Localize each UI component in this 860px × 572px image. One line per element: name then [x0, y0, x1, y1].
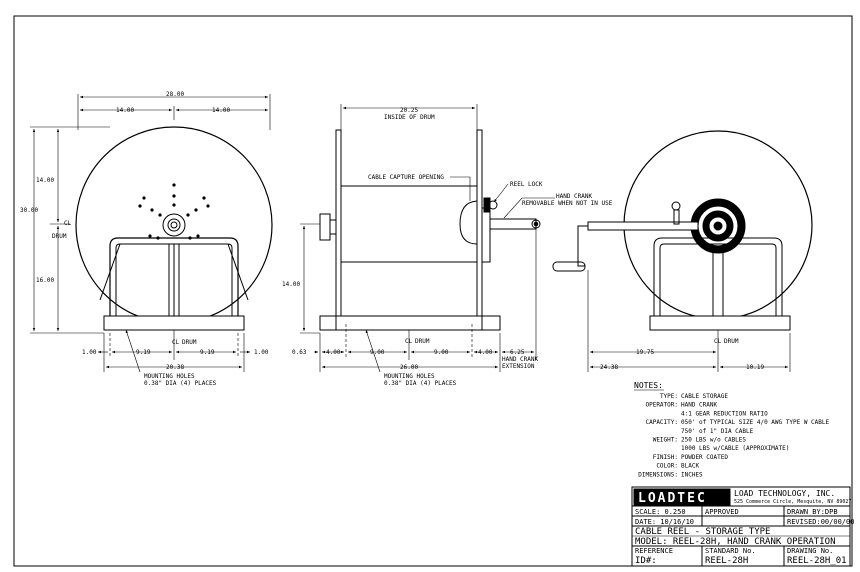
note-value: 750' of 1" DIA CABLE [681, 428, 754, 435]
front-base-half-left: 9.19 [136, 349, 151, 356]
front-left-offset: 1.00 [82, 349, 97, 356]
front-half-right: 14.00 [212, 107, 230, 114]
right-drum-label: DRUM [724, 338, 739, 345]
sheet-border [13, 15, 853, 567]
right-dim-b: 24.38 [600, 364, 618, 371]
front-bottom-center: CL [172, 339, 180, 346]
standard-label: STANDARD No. [705, 547, 756, 555]
front-center-mark: CL [64, 220, 72, 227]
side-view-labels: 20.25 INSIDE OF DRUM CABLE CAPTURE OPENI… [282, 107, 613, 387]
front-height-top: 14.00 [36, 177, 54, 184]
front-holes-note-1: MOUNTING HOLES [144, 373, 195, 380]
company-name: LOAD TECHNOLOGY, INC. [734, 489, 835, 498]
drawing-title: CABLE REEL - STORAGE TYPE [635, 527, 770, 537]
approved: APPROVED [705, 508, 739, 516]
notes-title: NOTES: [634, 381, 663, 390]
scale: SCALE: 0.250 [635, 508, 686, 516]
note-label: CAPACITY: [645, 419, 678, 426]
side-crank-ext-value: 6.25 [510, 349, 525, 356]
note-label: WEIGHT: [653, 437, 678, 444]
note-value: 1000 LBS w/CABLE (APPROXIMATE) [681, 445, 789, 452]
note-label: COLOR: [656, 463, 678, 470]
front-holes-note-2: 0.38" DIA (4) PLACES [144, 380, 217, 387]
revised: REVISED:00/00/00 [787, 518, 854, 526]
side-reel-lock: REEL LOCK [510, 181, 543, 188]
side-right-inner: 4.00 [478, 349, 493, 356]
front-bottom-drum: DRUM [182, 339, 197, 346]
reference-value: ID#: [635, 556, 657, 566]
side-view [300, 104, 555, 373]
model-line: MODEL: REEL-28H, HAND CRANK OPERATION [635, 537, 835, 547]
side-left-inner: 4.00 [326, 349, 341, 356]
side-base-width: 26.00 [400, 364, 418, 371]
drawing-label: DRAWING No. [787, 547, 833, 555]
company-address: 525 Commerce Circle, Mesquite, NV 89027 [734, 499, 851, 505]
note-value: INCHES [681, 471, 703, 478]
company-logo: LOADTEC [638, 491, 707, 506]
side-holes-note-2: 0.38" DIA (4) PLACES [384, 380, 457, 387]
side-crank-ext-1: HAND CRANK [502, 356, 539, 363]
side-inside-drum-value: 20.25 [400, 107, 418, 114]
side-hand-crank: HAND CRANK [556, 193, 593, 200]
drawing-value: REEL-28H_01 [787, 556, 847, 566]
front-base-width: 20.38 [166, 364, 184, 371]
right-dim-c: 10.19 [746, 364, 764, 371]
side-cable-capture: CABLE CAPTURE OPENING [368, 174, 444, 181]
front-right-offset: 1.00 [254, 349, 269, 356]
side-crank-ext-2: EXTENSION [502, 363, 535, 370]
note-value: 250 LBS w/o CABLES [681, 437, 746, 444]
right-dim-a: 19.75 [636, 349, 654, 356]
side-inside-drum-label: INSIDE OF DRUM [384, 114, 435, 121]
title-block [631, 486, 851, 567]
note-label: OPERATOR: [645, 402, 678, 409]
note-value: 4:1 GEAR REDUCTION RATIO [681, 410, 768, 417]
front-view-labels: 28.00 14.00 14.00 30.00 14.00 16.00 CL D… [20, 91, 269, 387]
front-drum-label: DRUM [52, 233, 67, 240]
side-holes-note-1: MOUNTING HOLES [384, 373, 435, 380]
front-width-total: 28.00 [166, 91, 184, 98]
note-value: POWDER COATED [681, 454, 728, 461]
right-center-mark: CL [714, 338, 722, 345]
side-drum-label: DRUM [415, 338, 430, 345]
note-label: DIMENSIONS: [638, 471, 678, 478]
front-base-half-right: 9.19 [200, 349, 215, 356]
standard-value: REEL-28H [705, 556, 748, 566]
side-half-right: 9.00 [434, 349, 449, 356]
note-value: 050' of TYPICAL SIZE 4/0 AWG TYPE W CABL… [681, 419, 829, 426]
note-value: CABLE STORAGE [681, 393, 728, 400]
title-block-labels: LOADTEC LOAD TECHNOLOGY, INC. 525 Commer… [635, 489, 854, 566]
front-height-total: 30.00 [20, 207, 38, 214]
note-value: BLACK [681, 463, 699, 470]
right-view [552, 130, 813, 372]
date: DATE: 10/16/10 [635, 518, 694, 526]
reference-label: REFERENCE [635, 547, 673, 555]
note-label: FINISH: [653, 454, 678, 461]
front-height-bottom: 16.00 [36, 277, 54, 284]
side-center-mark: CL [405, 338, 413, 345]
side-half-left: 9.00 [370, 349, 385, 356]
right-view-labels: CL DRUM 19.75 24.38 10.19 [600, 338, 764, 371]
front-half-left: 14.00 [116, 107, 134, 114]
drawn-by: DRAWN BY:DPB [787, 508, 838, 516]
front-view [30, 94, 273, 373]
side-removable: REMOVABLE WHEN NOT IN USE [522, 200, 613, 207]
note-value: HAND CRANK [681, 402, 718, 409]
side-height: 14.00 [282, 281, 300, 288]
side-left-edge: 0.63 [292, 349, 307, 356]
note-label: TYPE: [660, 393, 678, 400]
